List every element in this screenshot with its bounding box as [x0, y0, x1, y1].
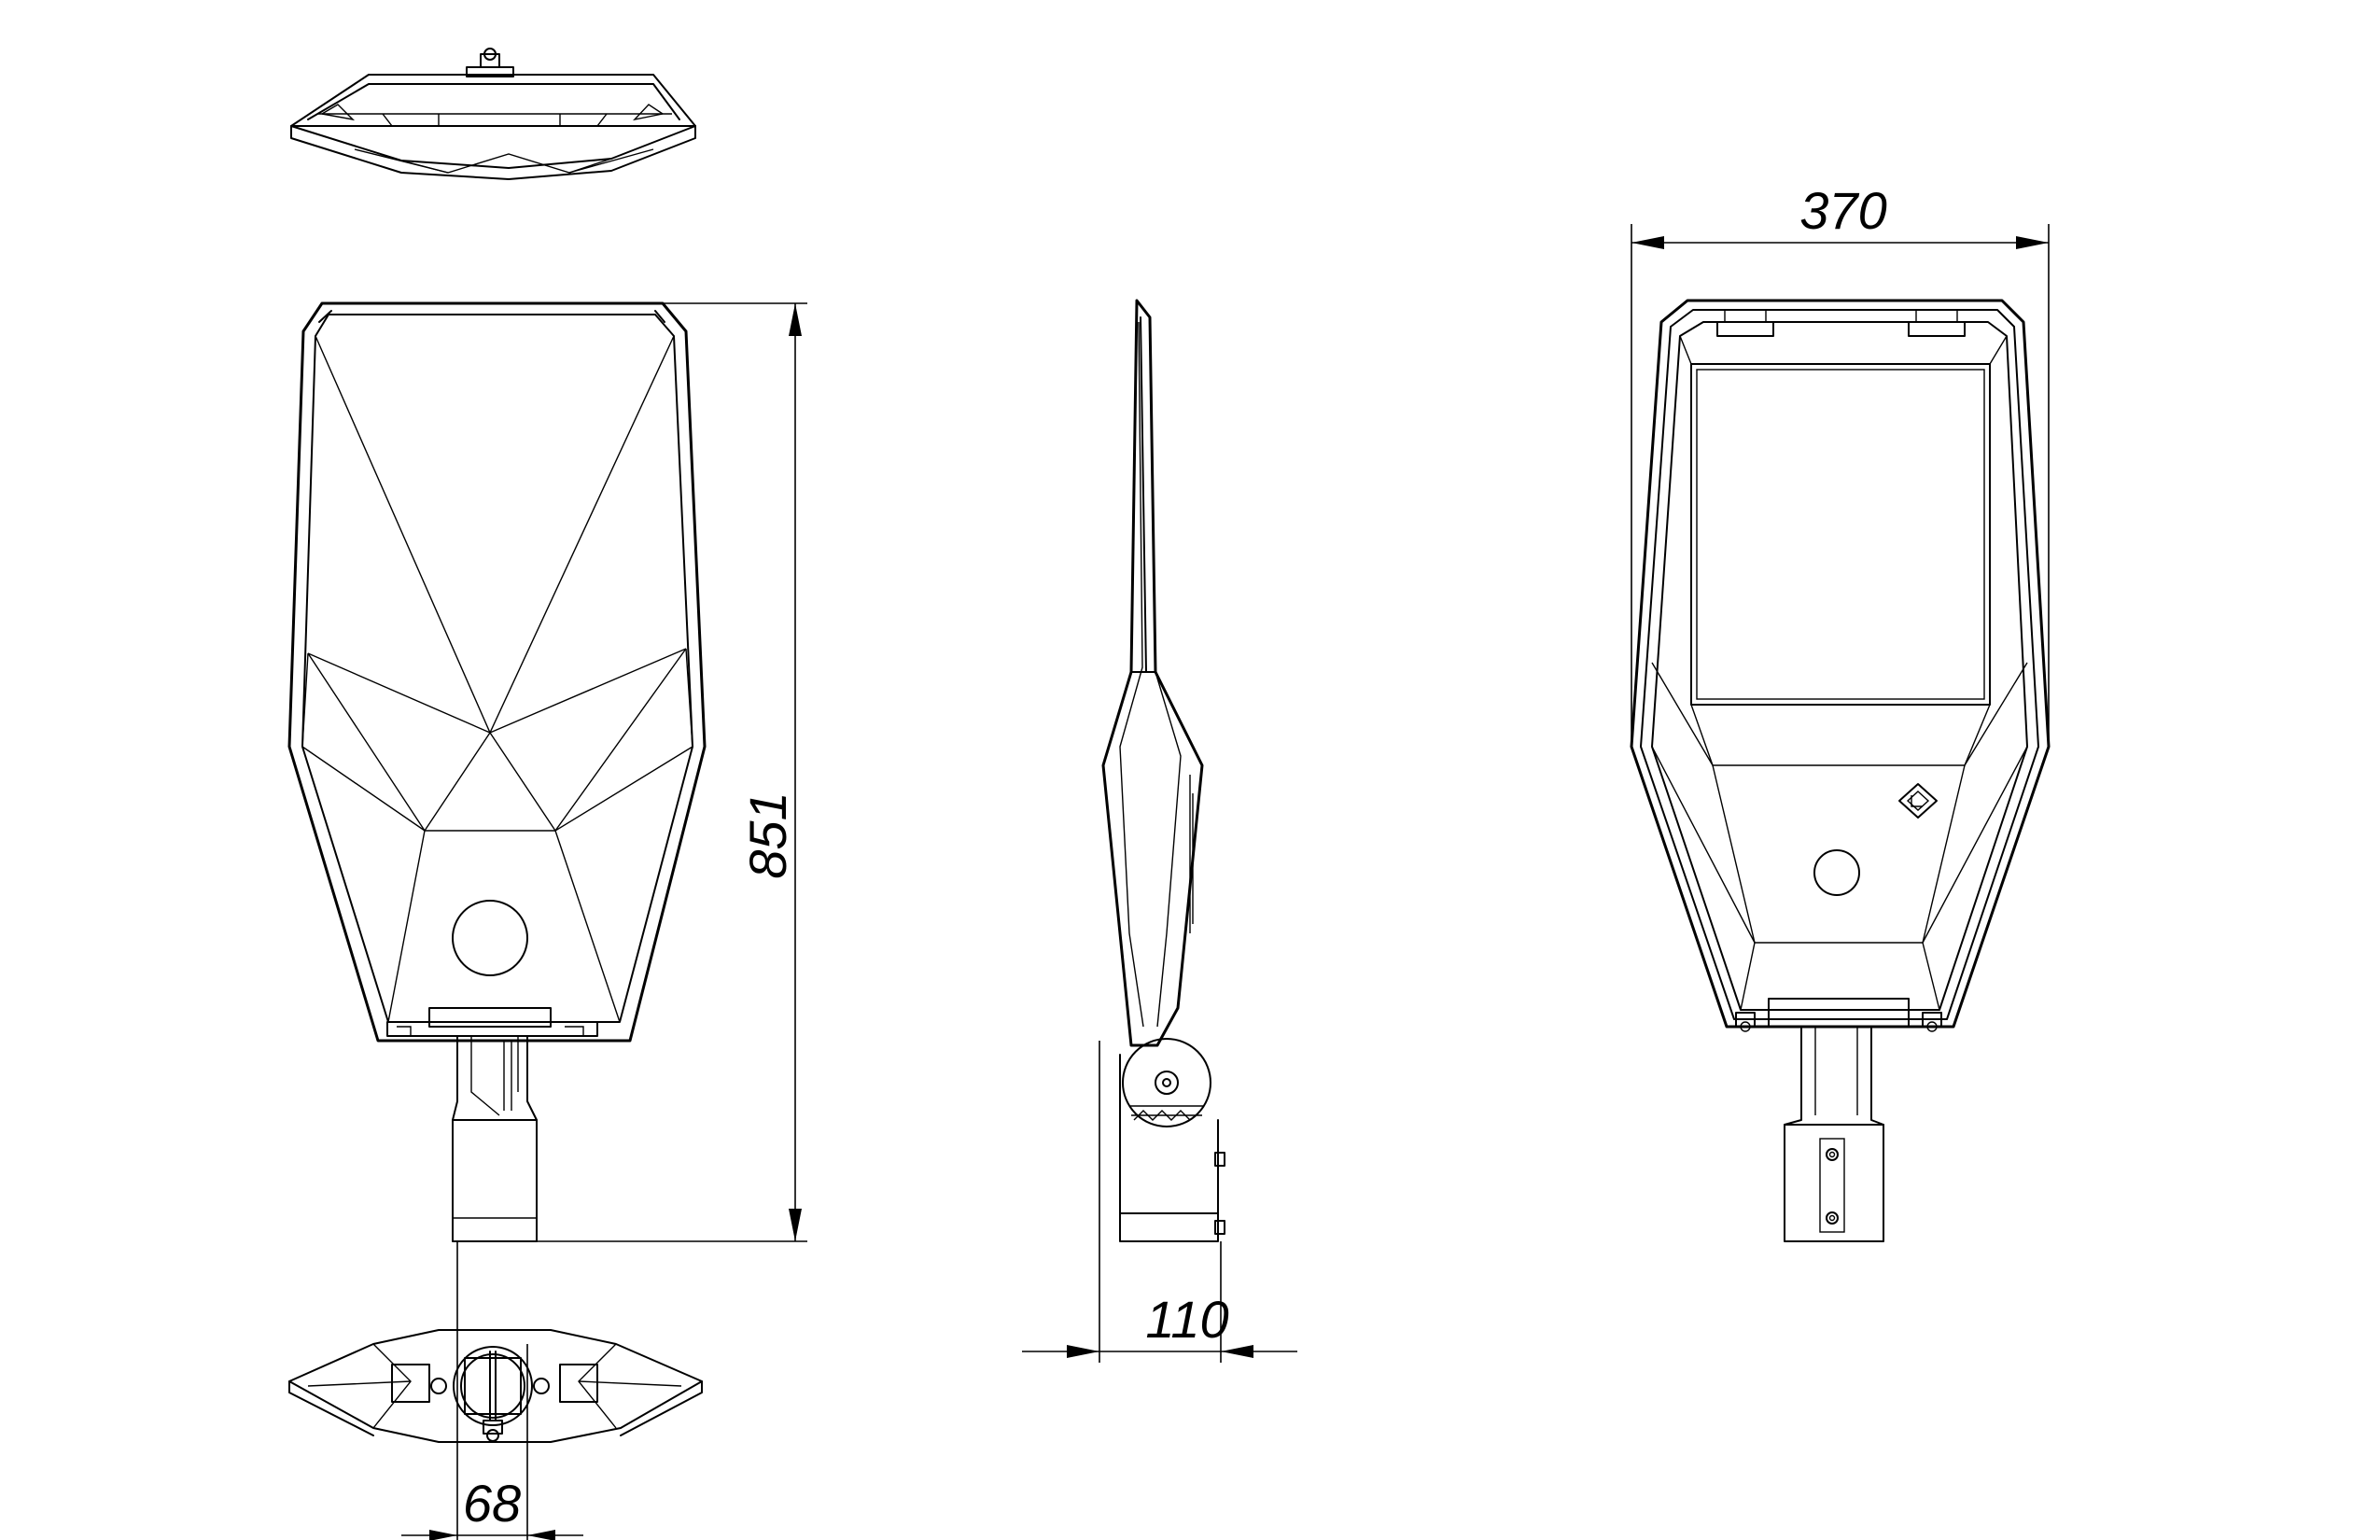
depth-dimension: 110	[1022, 1041, 1297, 1363]
top-view	[290, 48, 696, 180]
height-dimension: 851	[537, 302, 807, 1242]
bottom-view	[288, 1329, 703, 1443]
side-view	[1101, 299, 1225, 1242]
width-dimension: 370	[1631, 181, 2050, 747]
mount-diameter-dimension: 68	[401, 1241, 583, 1540]
front-view	[287, 301, 707, 1242]
width-dimension-label: 370	[1799, 181, 1886, 240]
depth-dimension-label: 110	[1145, 1290, 1228, 1349]
height-dimension-label: 851	[738, 791, 797, 878]
underside-view	[1630, 299, 2051, 1242]
mount-diameter-label: 68	[463, 1474, 521, 1533]
